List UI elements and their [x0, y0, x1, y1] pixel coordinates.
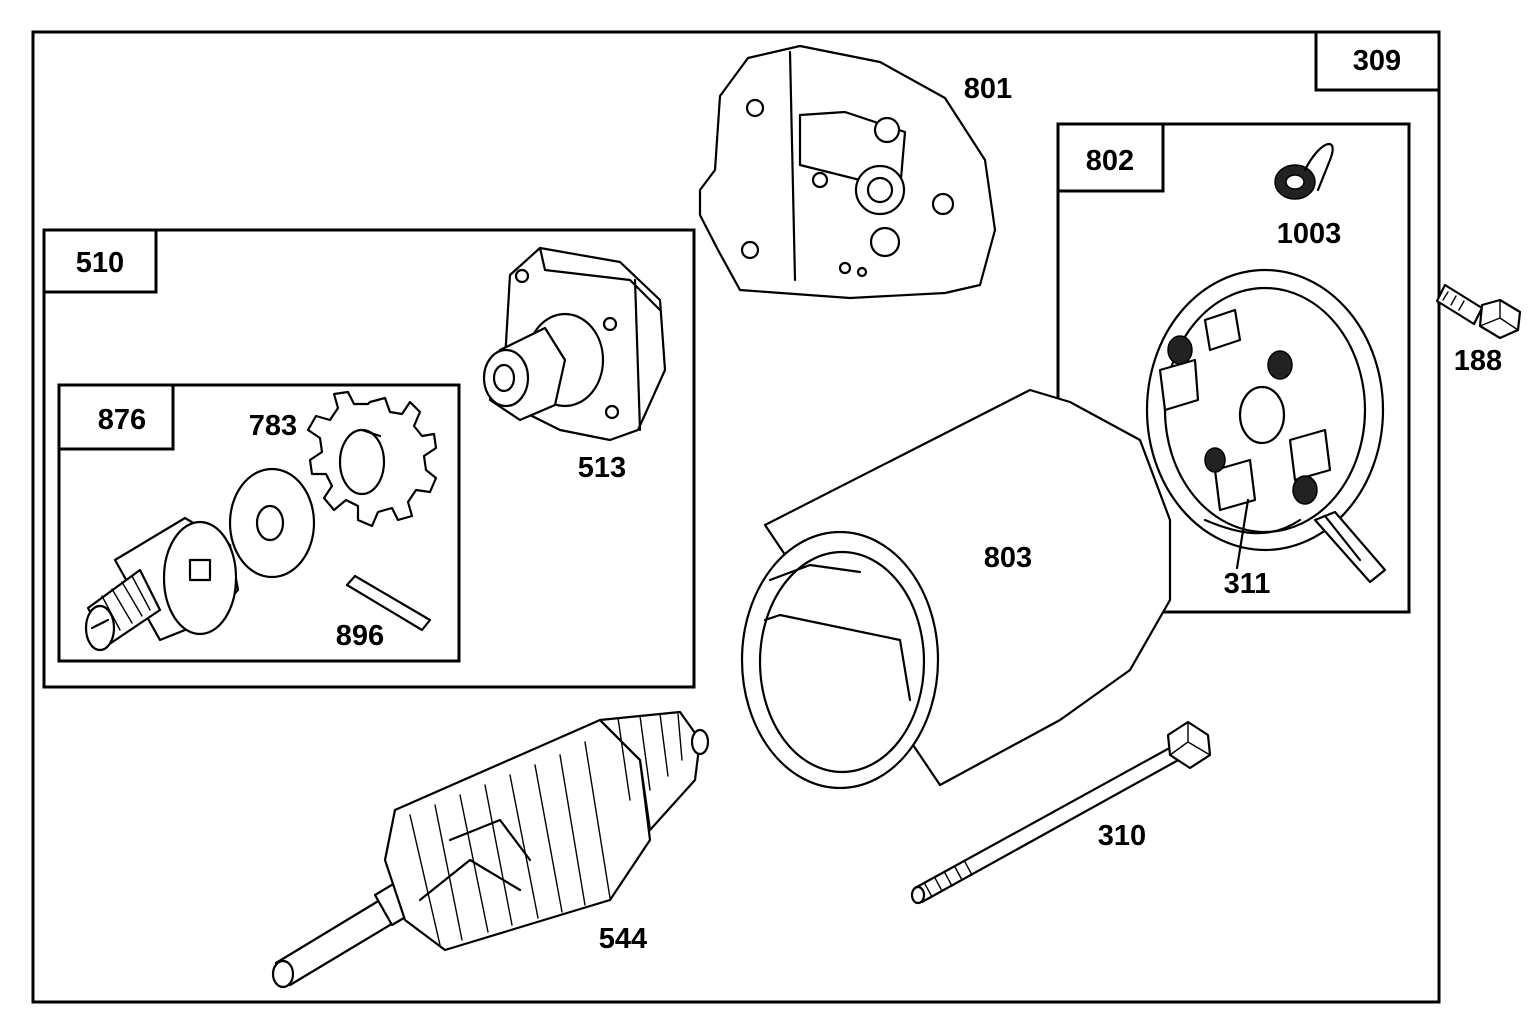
subassembly-frame-802 [1056, 122, 1411, 614]
subassembly-frame-876 [57, 383, 461, 663]
part-1003-spring [1274, 142, 1334, 200]
part-188-bolt [1435, 283, 1522, 340]
callout-783: 783 [249, 410, 297, 442]
callout-510: 510 [76, 247, 124, 279]
callout-513: 513 [578, 452, 626, 484]
callout-876: 876 [98, 404, 146, 436]
callout-1003: 1003 [1277, 218, 1342, 250]
callout-896: 896 [336, 620, 384, 652]
callout-801: 801 [964, 73, 1012, 105]
part-802-end-cap [1145, 268, 1387, 584]
part-896-key [345, 574, 432, 632]
subassembly-frame-510 [42, 228, 696, 689]
callout-310: 310 [1098, 820, 1146, 852]
callout-802: 802 [1086, 145, 1134, 177]
part-783-pinion-gear [306, 390, 438, 528]
subassembly-tag-802 [1056, 122, 1165, 193]
leader-311 [1235, 498, 1250, 570]
subassembly-tag-510 [42, 228, 158, 294]
callout-188: 188 [1454, 345, 1502, 377]
callout-311: 311 [1224, 568, 1271, 600]
part-washer [228, 467, 316, 579]
part-801-bracket-plate [698, 44, 997, 300]
callout-544: 544 [599, 923, 647, 955]
callout-803: 803 [984, 542, 1032, 574]
part-310-through-bolt [910, 720, 1212, 905]
assembly-tag-309 [1314, 30, 1441, 92]
part-513-drive-housing [482, 246, 667, 442]
assembly-frame-309 [31, 30, 1441, 1004]
subassembly-tag-876 [57, 383, 175, 451]
callout-309: 309 [1353, 45, 1401, 77]
part-drive-clutch [84, 516, 240, 652]
part-803-motor-housing [740, 388, 1172, 790]
part-544-armature [271, 710, 710, 989]
